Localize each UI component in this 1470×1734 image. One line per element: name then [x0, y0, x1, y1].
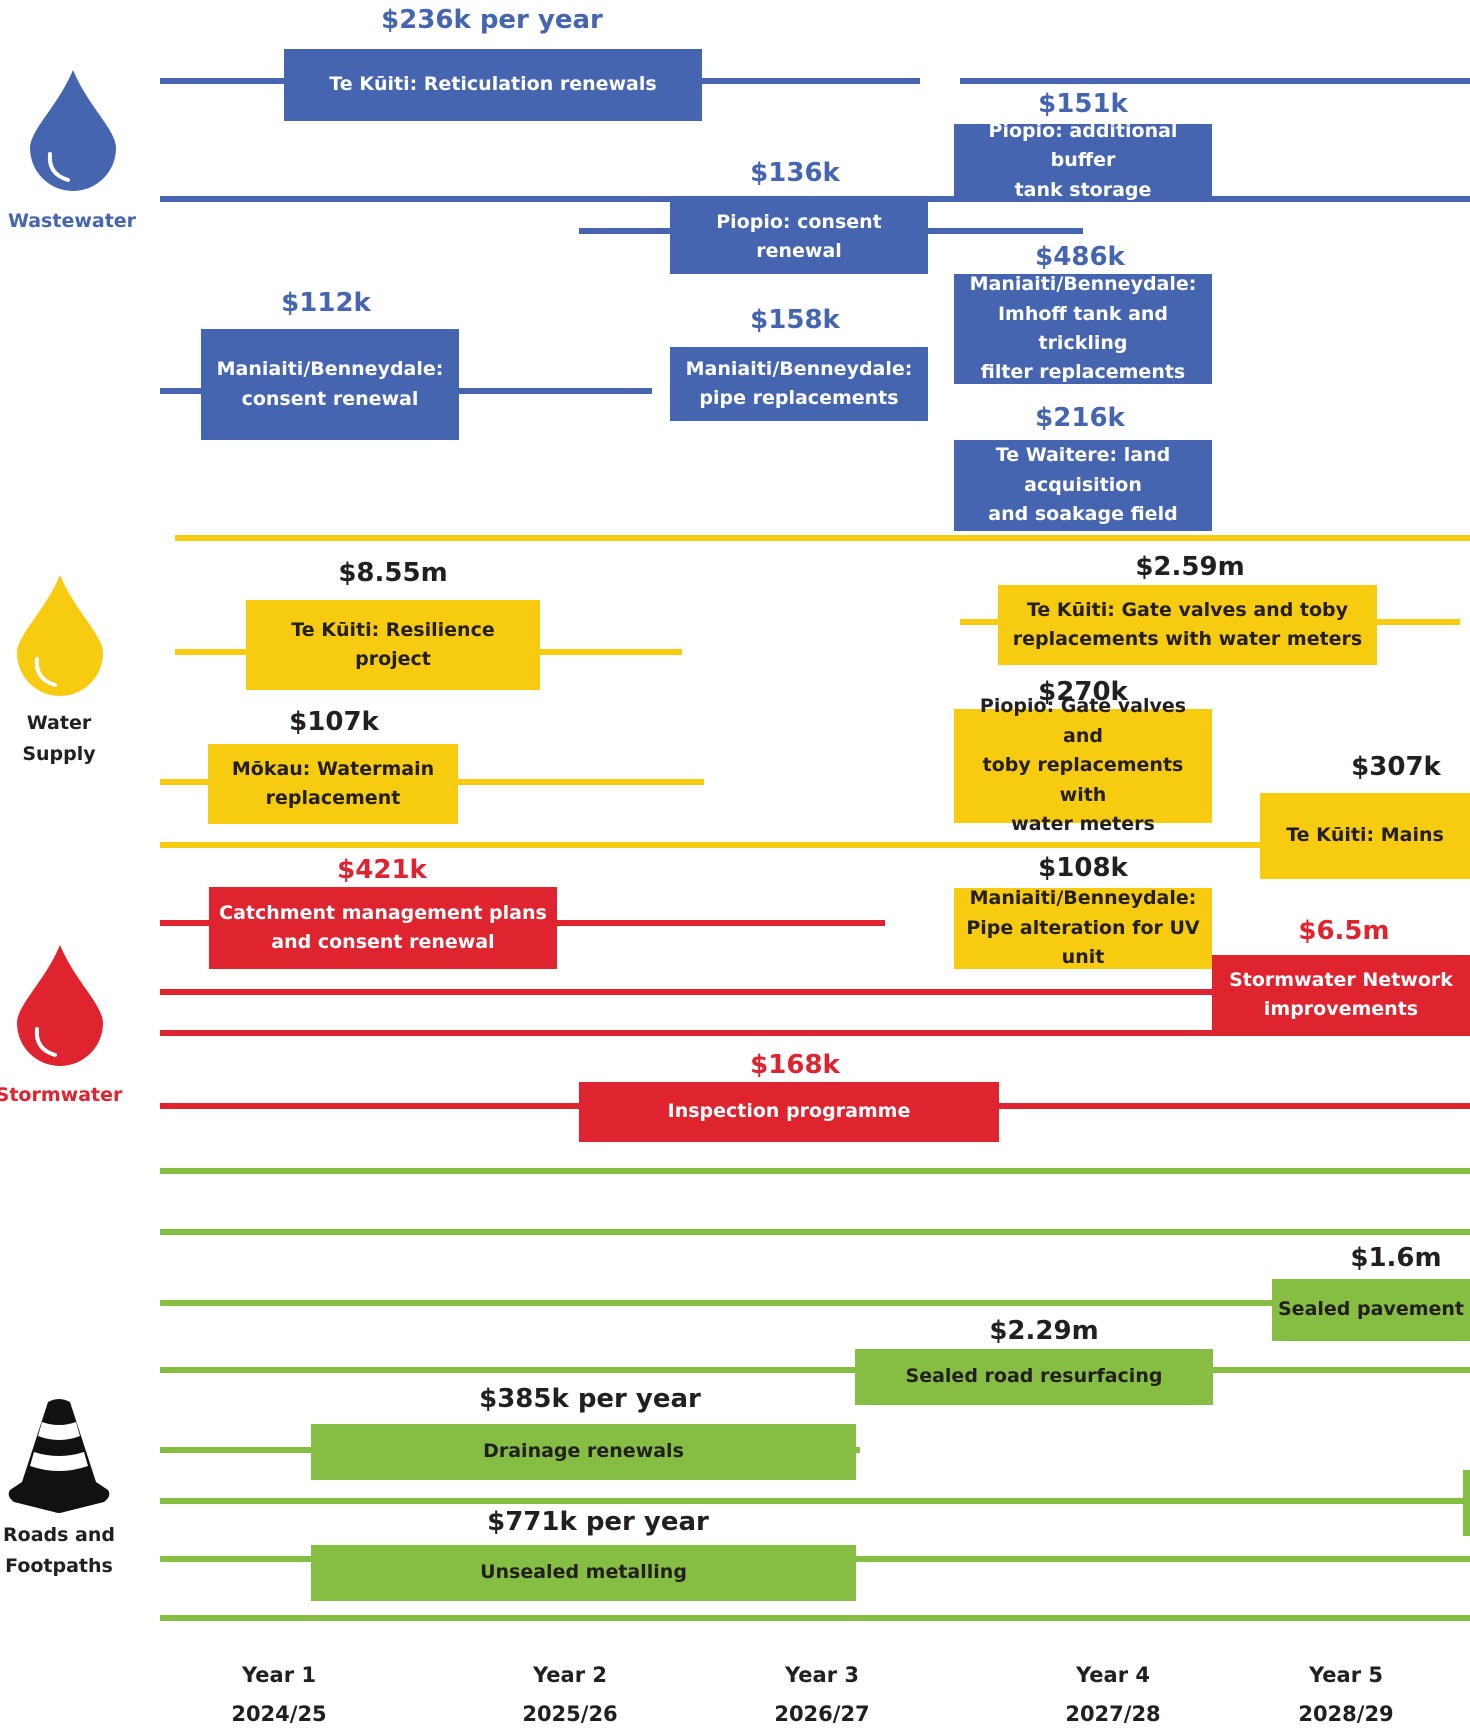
project-box: Stormwater Network improvements	[1212, 955, 1470, 1035]
project-cost: $771k per year	[487, 1507, 709, 1537]
timeline-line	[160, 1229, 1470, 1235]
project-cost: $108k	[1038, 853, 1128, 883]
project-box: Te Kūiti: Reticulation renewals	[284, 49, 702, 121]
timeline-line	[160, 1168, 1470, 1174]
project-box: Maniaiti/Benneydale: pipe replacements	[670, 347, 928, 421]
project-box: Piopio: consent renewal	[670, 200, 928, 274]
project-cost: $168k	[750, 1050, 840, 1080]
timeline-line	[160, 1615, 1470, 1621]
project-box: Mōkau: Watermain replacement	[208, 744, 458, 824]
timeline-line	[160, 196, 1470, 202]
project-box: Te Waitere: land acquisition and soakage…	[954, 440, 1212, 531]
bar-edge	[1463, 1470, 1470, 1536]
timeline-line	[160, 1030, 1470, 1036]
project-box: Te Kūiti: Resilience project	[246, 600, 540, 690]
project-box: Maniaiti/Benneydale: Pipe alteration for…	[954, 887, 1212, 969]
project-box: Sealed pavement	[1272, 1279, 1470, 1341]
project-cost: $6.5m	[1298, 916, 1390, 946]
project-cost: $385k per year	[479, 1384, 701, 1414]
timeline-line	[960, 78, 1470, 84]
project-cost: $236k per year	[381, 5, 603, 35]
timeline-line	[160, 1498, 1470, 1504]
section-divider	[175, 535, 1470, 541]
project-cost: $151k	[1038, 89, 1128, 119]
project-cost: $107k	[289, 707, 379, 737]
project-cost: $8.55m	[338, 558, 448, 588]
project-cost: $1.6m	[1350, 1243, 1442, 1273]
project-box: Maniaiti/Benneydale: Imhoff tank and tri…	[954, 273, 1212, 384]
category-label-roads: Roads and Footpaths	[3, 1524, 115, 1578]
project-box: Sealed road resurfacing	[855, 1349, 1213, 1405]
category-label-water-supply: Water Supply	[22, 712, 96, 766]
project-cost: $216k	[1035, 403, 1125, 433]
timeline-line	[160, 1367, 1470, 1373]
project-cost: $307k	[1351, 752, 1441, 782]
category-label-wastewater: Wastewater	[7, 210, 137, 232]
project-cost: $270k	[1038, 677, 1128, 707]
water-drop-icon	[17, 945, 103, 1066]
timeline-line	[160, 842, 1260, 848]
project-box: Piopio: additional buffer tank storage	[954, 120, 1212, 201]
project-box: Te Kūiti: Gate valves and toby replaceme…	[998, 585, 1377, 665]
project-cost: $2.59m	[1135, 552, 1245, 582]
water-drop-icon	[17, 575, 103, 696]
project-cost: $486k	[1035, 242, 1125, 272]
project-cost: $112k	[281, 288, 371, 318]
category-label-stormwater: Stormwater	[0, 1084, 123, 1106]
project-cost: $158k	[750, 305, 840, 335]
project-box: Piopio: Gate valves and toby replacement…	[954, 695, 1212, 835]
project-cost: $2.29m	[989, 1316, 1099, 1346]
timeline-line	[160, 1300, 1470, 1306]
project-box: Drainage renewals	[311, 1424, 856, 1480]
project-box: Te Kūiti: Mains	[1260, 793, 1470, 879]
project-box: Catchment management plans and consent r…	[209, 887, 557, 969]
project-box: Inspection programme	[579, 1082, 999, 1142]
project-box: Maniaiti/Benneydale: consent renewal	[201, 329, 459, 440]
project-cost: $136k	[750, 158, 840, 188]
water-drop-icon	[30, 70, 116, 191]
project-cost: $421k	[337, 855, 427, 885]
timeline-line	[160, 989, 1470, 995]
traffic-cone-icon	[8, 1399, 110, 1513]
project-box: Unsealed metalling	[311, 1545, 856, 1601]
